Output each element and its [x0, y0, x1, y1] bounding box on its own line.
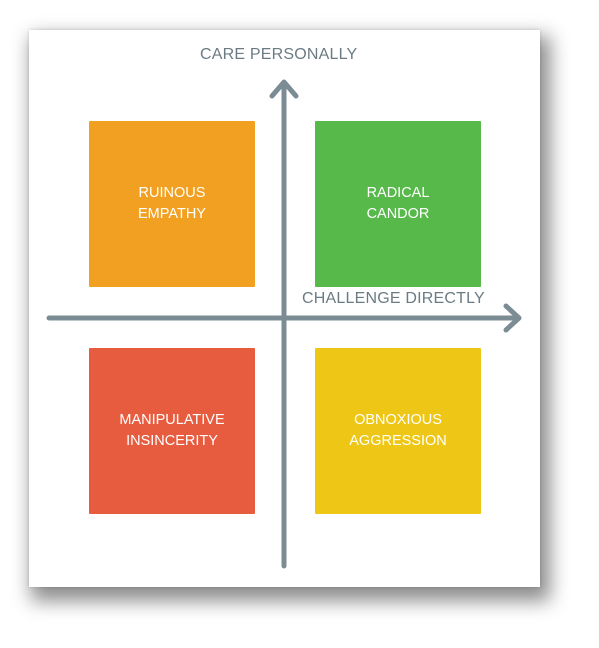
quadrant-radical-candor: RADICAL CANDOR: [315, 121, 481, 287]
quadrant-manipulative-insincerity: MANIPULATIVE INSINCERITY: [89, 348, 255, 514]
quadrant-label-line1: RADICAL: [366, 185, 430, 201]
quadrant-label-line2: AGGRESSION: [349, 433, 447, 449]
quadrant-label-line1: OBNOXIOUS: [354, 412, 442, 428]
quadrant-ruinous-empathy: RUINOUS EMPATHY: [89, 121, 255, 287]
quadrant-label-line2: CANDOR: [366, 206, 430, 222]
y-axis-label: CARE PERSONALLY: [200, 46, 358, 63]
quadrant-label-line2: INSINCERITY: [126, 433, 218, 449]
quadrant-label-line1: RUINOUS: [138, 185, 206, 201]
x-axis-label: CHALLENGE DIRECTLY: [302, 290, 485, 307]
quadrant-label-line2: EMPATHY: [138, 206, 206, 222]
quadrant-obnoxious-aggression: OBNOXIOUS AGGRESSION: [315, 348, 481, 514]
quadrant-label-line1: MANIPULATIVE: [119, 412, 225, 428]
